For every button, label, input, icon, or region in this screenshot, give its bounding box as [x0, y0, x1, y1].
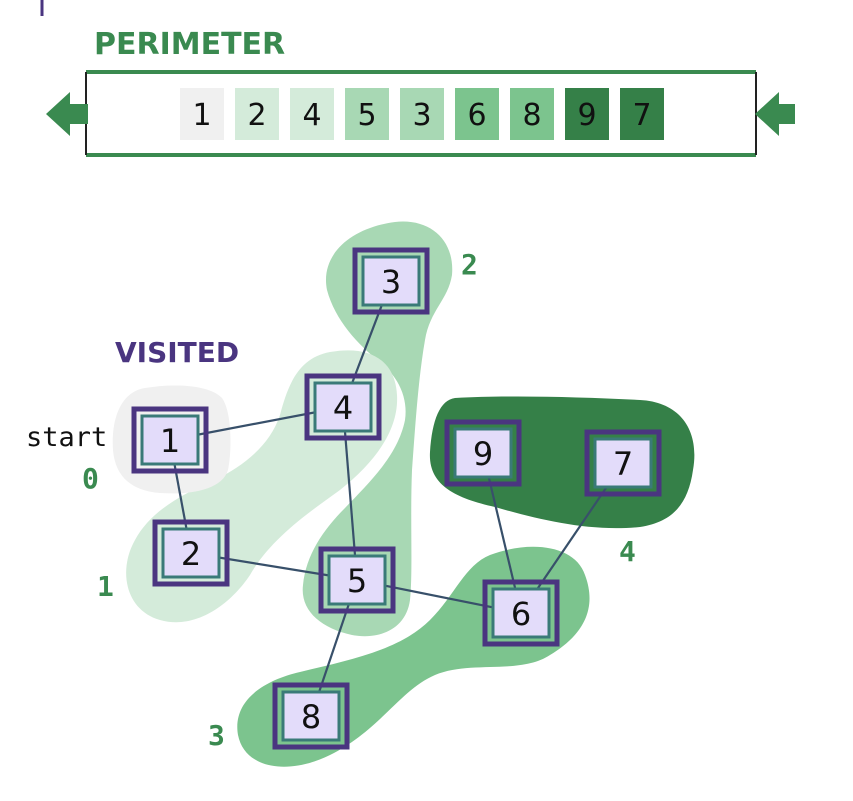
perimeter-cell	[565, 88, 609, 140]
perimeter-cell	[620, 88, 664, 140]
perimeter-cell	[345, 88, 389, 140]
perimeter-cell-label: 2	[247, 98, 266, 133]
visited-label: VISITED	[115, 336, 239, 369]
perimeter-cell	[455, 88, 499, 140]
perimeter-cell	[235, 88, 279, 140]
start-label: start	[26, 422, 107, 453]
perimeter-cell	[180, 88, 224, 140]
node-8: 8	[272, 682, 350, 750]
node-5: 5	[318, 546, 396, 614]
perimeter-cell-label: 5	[357, 98, 376, 133]
perimeter-cell	[290, 88, 334, 140]
node-7: 7	[584, 429, 662, 497]
perimeter-cell-label: 7	[632, 98, 651, 133]
perimeter-cell-label: 1	[192, 98, 211, 133]
node-9: 9	[444, 419, 522, 487]
level-2-label: 2	[461, 248, 478, 281]
node-1: 1	[131, 406, 209, 474]
level-1-label: 1	[97, 570, 114, 603]
level-4-label: 4	[619, 535, 636, 568]
node-label: 5	[347, 562, 367, 600]
node-label: 8	[301, 698, 321, 736]
node-label: 3	[381, 263, 401, 301]
node-6: 6	[482, 579, 560, 647]
perimeter-cell-label: 9	[577, 98, 596, 133]
level-0-label: 0	[82, 462, 99, 495]
node-label: 9	[473, 435, 493, 473]
perimeter-queue: 1 2 4 5 3 6 8 9 7	[85, 70, 757, 157]
perimeter-cell-label: 3	[412, 98, 431, 133]
perimeter-cell-label: 6	[467, 98, 486, 133]
node-label: 2	[181, 535, 201, 573]
node-label: 6	[511, 595, 531, 633]
perimeter-cell	[400, 88, 444, 140]
enqueue-arrow-icon	[755, 92, 795, 136]
perimeter-cell-label: 8	[522, 98, 541, 133]
level-3-label: 3	[208, 719, 225, 752]
perimeter-cell-label: 4	[302, 98, 321, 133]
node-4: 4	[304, 373, 382, 441]
perimeter-cell	[510, 88, 554, 140]
level-2-region	[302, 221, 453, 637]
edge-9-6	[481, 452, 523, 614]
nodes: 1 2 3 4 5 6 7 8 9	[131, 247, 662, 750]
node-label: 1	[160, 422, 180, 460]
node-label: 4	[333, 389, 353, 427]
dequeue-arrow-icon	[46, 92, 88, 136]
perimeter-title: PERIMETER	[94, 27, 285, 62]
node-3: 3	[352, 247, 430, 315]
node-2: 2	[152, 519, 230, 587]
node-label: 7	[613, 445, 633, 483]
